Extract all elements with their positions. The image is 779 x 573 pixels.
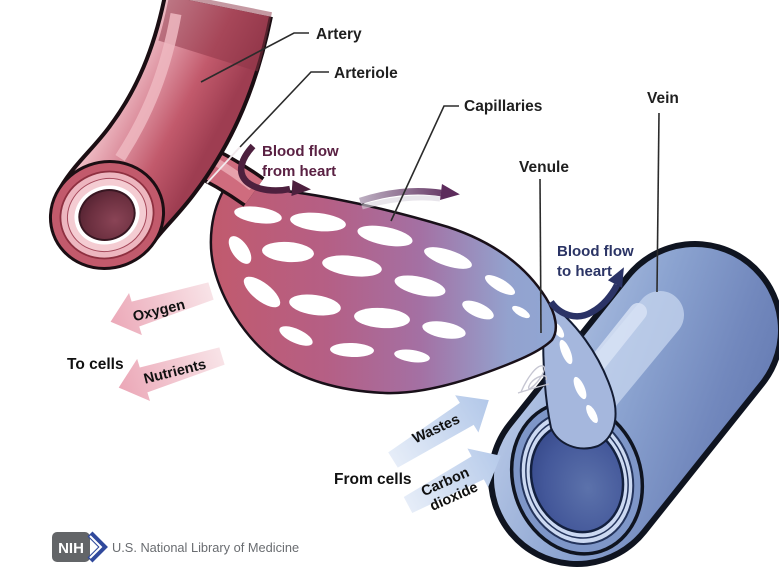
arteriole-leader-line-overlay <box>206 146 241 184</box>
vein-leader-line <box>656 112 660 293</box>
from-cells-label: From cells <box>334 471 412 488</box>
nih-organization-label: U.S. National Library of Medicine <box>112 540 299 555</box>
oxygen-arrow <box>110 282 214 336</box>
capillary-bed <box>209 184 558 395</box>
blood-flow-to-heart-label: Blood flow to heart <box>557 243 634 280</box>
svg-text:Blood flow: Blood flow <box>262 143 339 160</box>
signature-mark <box>517 365 550 394</box>
artery-cross-section <box>48 160 166 270</box>
venule-leader-line <box>539 178 542 334</box>
wastes-arrow <box>388 395 489 468</box>
nih-acronym: NIH <box>58 540 84 557</box>
nih-logo: NIH U.S. National Library of Medicine <box>52 531 299 563</box>
venule-web <box>542 298 617 450</box>
artery-label: Artery <box>316 26 362 43</box>
vein-label: Vein <box>647 90 679 107</box>
nih-chevron-icon <box>87 531 108 563</box>
nutrients-arrow <box>118 347 225 402</box>
capillaries-label: Capillaries <box>464 98 542 115</box>
nih-logo-box <box>52 532 90 562</box>
to-cells-label: To cells <box>67 356 124 373</box>
carbon-dioxide-arrow <box>403 448 501 513</box>
blood-flow-from-heart-arrow <box>237 143 311 196</box>
blood-flow-from-heart-label: Blood flow from heart <box>262 143 339 180</box>
svg-text:Blood flow: Blood flow <box>557 243 634 260</box>
capillary-flow-arrow <box>359 184 460 210</box>
svg-text:from heart: from heart <box>262 163 336 180</box>
nih-chevron-slit <box>89 535 103 559</box>
svg-text:to heart: to heart <box>557 263 612 280</box>
venule-label: Venule <box>519 159 569 176</box>
blood-flow-to-heart-arrow <box>548 267 624 320</box>
artery-leader-line <box>200 32 309 83</box>
arteriole-label: Arteriole <box>334 65 398 82</box>
capillaries-leader-line <box>390 105 459 222</box>
capillary-gaps <box>228 206 530 363</box>
arteriole-leader-line <box>239 71 329 148</box>
